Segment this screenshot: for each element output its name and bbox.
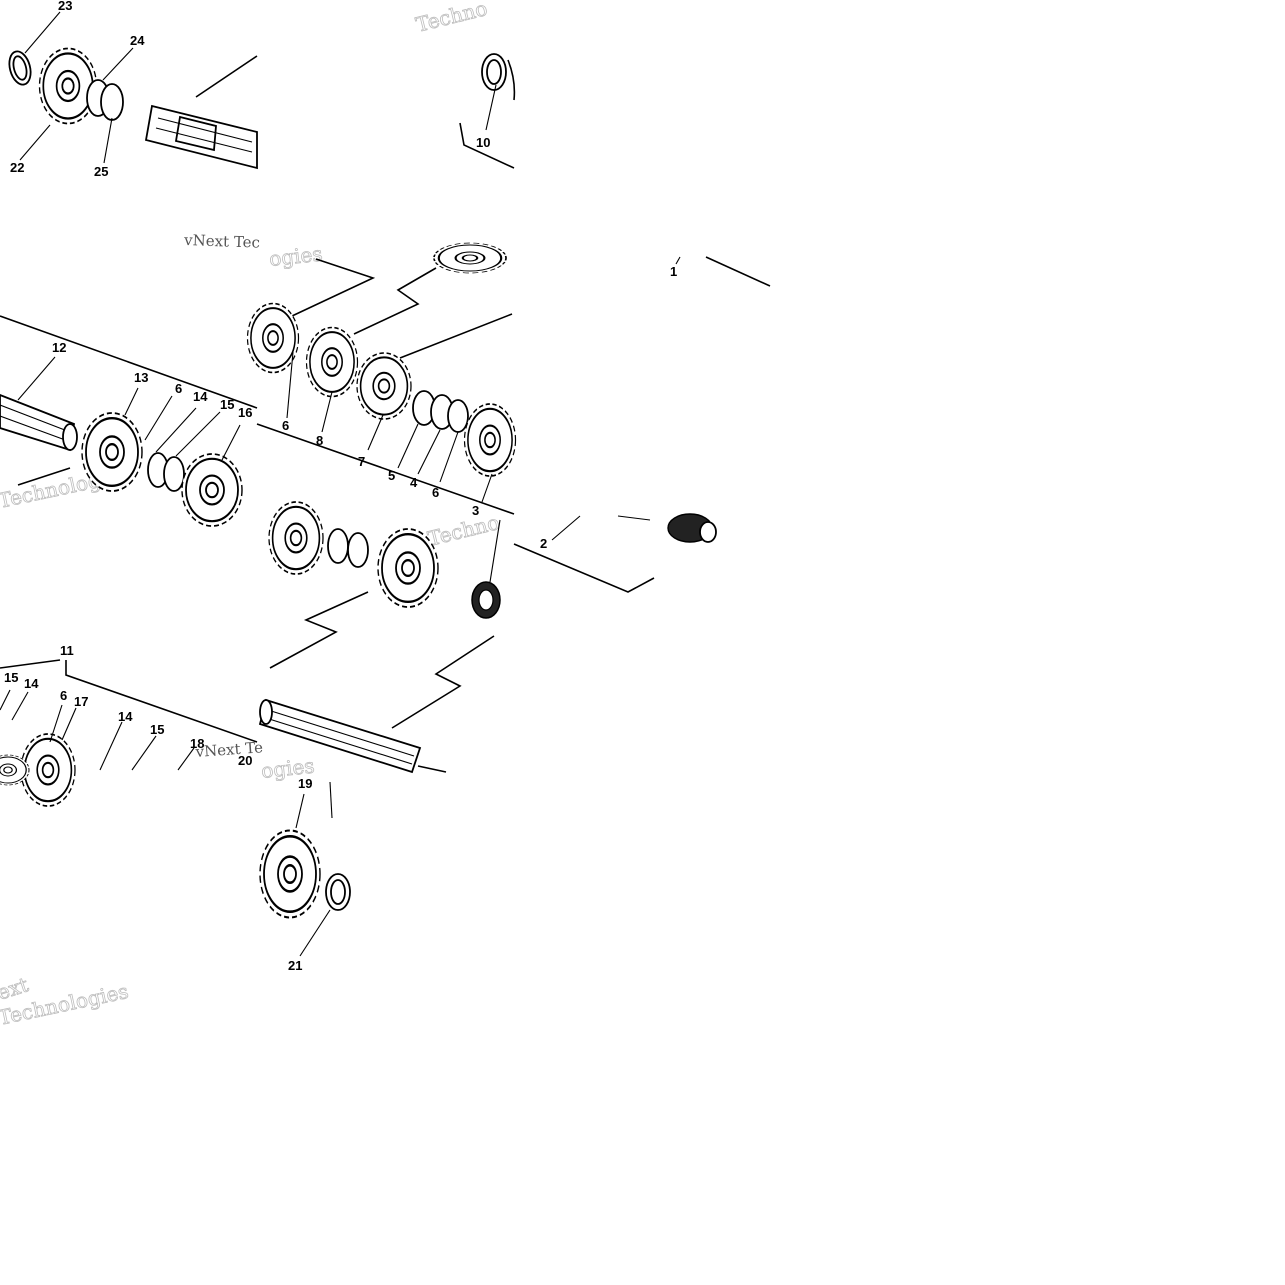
callout-15a: 15 (220, 397, 234, 412)
gear-top-partial (432, 241, 508, 275)
part-22-gear (38, 47, 98, 125)
callout-7: 7 (358, 454, 365, 469)
callout-13: 13 (134, 370, 148, 385)
gear-lower-center (376, 527, 440, 609)
callout-20: 20 (238, 753, 252, 768)
callout-6b: 6 (282, 418, 289, 433)
part-10-ring (481, 53, 507, 91)
part-12-shaft (0, 394, 78, 452)
callout-15b: 15 (4, 670, 18, 685)
callout-5: 5 (388, 468, 395, 483)
needle-bearing (471, 581, 501, 619)
gear-lower-left-partial (267, 500, 325, 576)
part-7-gear (356, 352, 412, 420)
shaft-top (144, 104, 258, 170)
callout-23: 23 (58, 0, 72, 13)
callout-25: 25 (94, 164, 108, 179)
part-8-gear (305, 326, 359, 398)
part-6-gear (246, 302, 300, 374)
callout-8: 8 (316, 433, 323, 448)
callout-1: 1 (670, 264, 677, 279)
part-24-bushing (86, 79, 124, 121)
part-19-gear (258, 829, 322, 919)
watermark-7: ogies (260, 754, 316, 783)
part-16-gear-partial (180, 452, 244, 528)
part-14-15-rings (147, 452, 185, 492)
callout-11: 11 (60, 643, 74, 658)
callout-14b: 14 (24, 676, 39, 691)
watermark-5: Techno (425, 510, 501, 551)
callout-12: 12 (52, 340, 66, 355)
callout-6a: 6 (175, 381, 182, 396)
callout-15c: 15 (150, 722, 164, 737)
part-6-ring (447, 399, 469, 433)
watermark-3: ogies (268, 242, 324, 271)
callout-21: 21 (288, 958, 302, 973)
part-21-washer (325, 873, 351, 911)
callout-4: 4 (410, 475, 418, 490)
part-23-ring (5, 48, 35, 88)
part-2-spline (667, 513, 717, 543)
callout-24: 24 (130, 33, 145, 48)
callout-14c: 14 (118, 709, 133, 724)
watermark-2: vNext Tec (183, 231, 260, 252)
part-13-gear (80, 411, 144, 493)
callout-2: 2 (540, 536, 547, 551)
shaft-lower (258, 698, 422, 774)
callout-16: 16 (238, 405, 252, 420)
watermark-1: Techno (413, 0, 489, 37)
callout-14a: 14 (193, 389, 208, 404)
callout-22: 22 (10, 160, 24, 175)
callout-17: 17 (74, 694, 88, 709)
callout-6d: 6 (60, 688, 67, 703)
watermark-6: vNext Te (194, 738, 264, 761)
callout-18: 18 (190, 736, 204, 751)
callout-6c: 6 (432, 485, 439, 500)
callout-10: 10 (476, 135, 490, 150)
callout-19: 19 (298, 776, 312, 791)
part-3-gear (463, 402, 517, 478)
callout-3: 3 (472, 503, 479, 518)
